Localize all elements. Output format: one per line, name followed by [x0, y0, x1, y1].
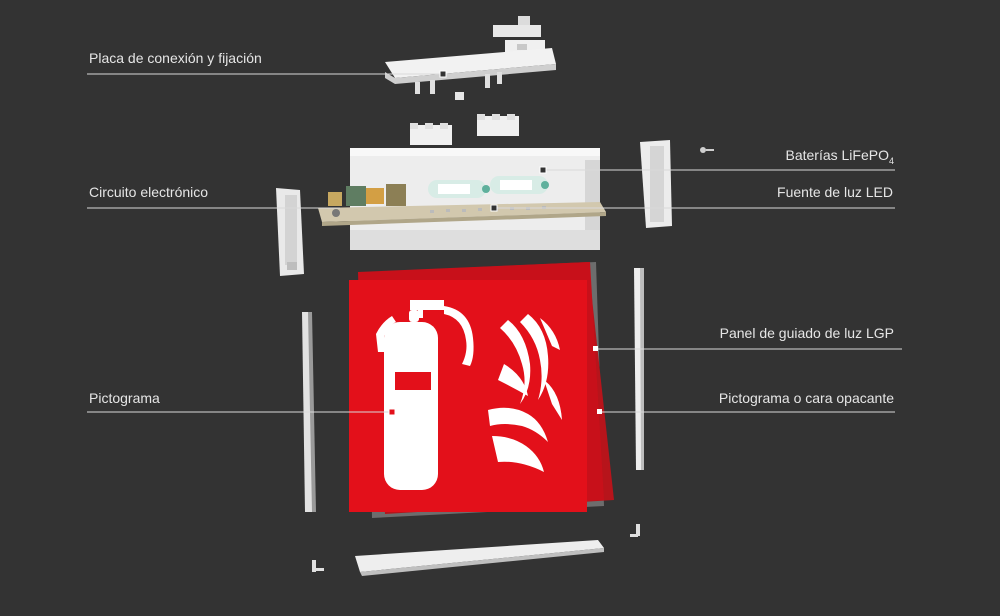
extinguisher-band [395, 372, 431, 390]
label-pictograma-text: Pictograma [89, 390, 160, 406]
label-fuente-text: Fuente de luz LED [777, 184, 893, 200]
leader-lines [87, 73, 902, 413]
label-baterias-text: Baterías LiFePO [785, 147, 889, 163]
housing [318, 148, 606, 250]
left-end-cap [276, 188, 304, 276]
label-pictograma-cara: Pictograma o cara opacante [719, 390, 894, 406]
label-panel-text: Panel de guiado de luz LGP [719, 325, 894, 341]
right-end-cap [640, 140, 672, 228]
label-baterias-subscript: 4 [888, 155, 894, 166]
mounting-plate [385, 16, 556, 100]
label-placa-text: Placa de conexión y fijación [89, 50, 262, 66]
leader-markers [388, 70, 602, 416]
connector-blocks [410, 114, 714, 153]
label-panel: Panel de guiado de luz LGP [720, 325, 894, 341]
flame-icon [488, 314, 562, 472]
label-pictograma: Pictograma [89, 390, 160, 406]
label-baterias: Baterías LiFePO4 [785, 147, 894, 169]
label-circuito-text: Circuito electrónico [89, 184, 209, 200]
label-circuito: Circuito electrónico [89, 184, 208, 200]
label-placa: Placa de conexión y fijación [89, 50, 262, 66]
label-fuente: Fuente de luz LED [777, 184, 893, 200]
fire-extinguisher-icon [376, 300, 474, 490]
right-side-rail [634, 268, 644, 470]
bottom-profile [312, 524, 640, 576]
label-pictograma-cara-text: Pictograma o cara opacante [718, 390, 894, 406]
